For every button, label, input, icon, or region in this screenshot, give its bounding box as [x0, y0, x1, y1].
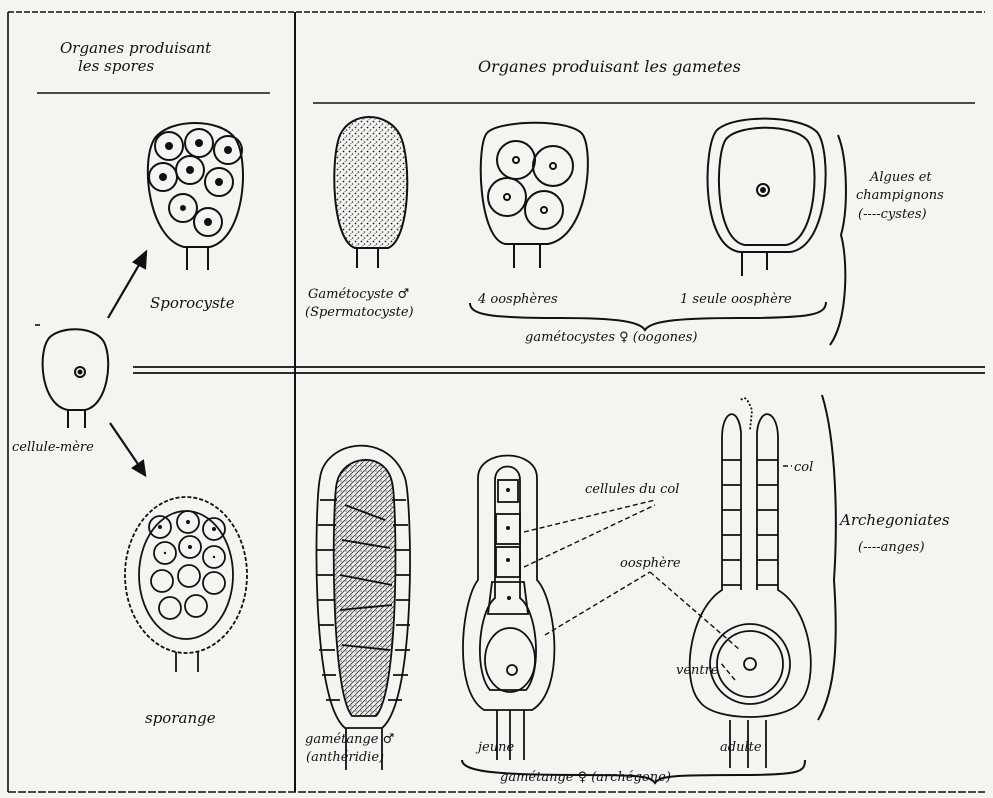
sporange-dots: [158, 520, 216, 558]
label-algues-3: (----cystes): [858, 207, 927, 222]
antheridie-drawing: [316, 446, 410, 770]
gametocyste-male-drawing: [334, 117, 407, 268]
header-spores-line2: les spores: [78, 58, 154, 75]
label-gametocystes-female: gamétocystes ♀ (oogones): [525, 330, 697, 345]
label-col: col: [794, 460, 813, 475]
label-oosphere: oosphère: [620, 556, 681, 571]
header-gametes: Organes produisant les gametes: [478, 58, 741, 75]
label-archegoniates-2: (----anges): [858, 540, 925, 555]
label-gametange-female: gamétange ♀ (archégone): [500, 770, 671, 785]
label-gametange-male-2: (anthéridie): [306, 750, 384, 765]
sporocyste-drawing: [148, 123, 243, 270]
label-archegoniates-1: Archegoniates: [840, 512, 950, 529]
label-cellule-mere: cellule-mère: [12, 440, 94, 455]
cellule-mere-drawing: [43, 329, 109, 428]
label-jeune: jeune: [478, 740, 514, 755]
braces: [462, 135, 846, 783]
arrows: [108, 252, 146, 475]
label-algues-1: Algues et: [870, 170, 932, 185]
label-quatre-oospheres: 4 oosphères: [478, 292, 558, 307]
label-algues-2: champignons: [856, 188, 944, 203]
header-spores-line1: Organes produisant: [60, 40, 211, 57]
oogone-4-drawing: [481, 123, 588, 268]
label-sporocyste: Sporocyste: [150, 295, 235, 312]
frame-lines: [8, 12, 985, 792]
label-gametocyste-male-1: Gamétocyste ♂: [308, 287, 409, 302]
label-gametocyste-male-2: (Spermatocyste): [305, 305, 414, 320]
label-gametange-male-1: gamétange ♂: [305, 732, 394, 747]
oogone-1-drawing: [708, 119, 826, 276]
label-seule-oosphere: 1 seule oosphère: [680, 292, 792, 307]
label-adulte: adulte: [720, 740, 762, 755]
label-sporange: sporange: [145, 710, 216, 727]
archegone-adulte-drawing: [690, 398, 811, 768]
label-cellules-du-col: cellules du col: [585, 482, 679, 497]
label-ventre: ventre: [676, 663, 719, 678]
archegone-jeune-drawing: [463, 456, 554, 761]
sporange-drawing: [125, 497, 247, 672]
leader-lines: [524, 466, 792, 680]
